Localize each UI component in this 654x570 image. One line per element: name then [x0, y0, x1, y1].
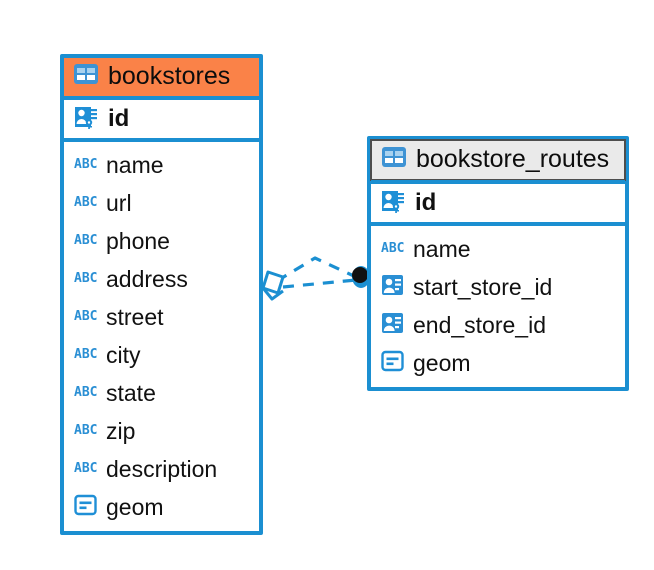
field-label: name	[413, 235, 471, 262]
text-type-icon: ABC	[74, 421, 98, 442]
fields-block: ABC name ABC url ABC phone ABC ad	[64, 142, 259, 531]
text-type-icon: ABC	[74, 383, 98, 404]
field-label: city	[106, 341, 141, 368]
field-row[interactable]: geom	[64, 488, 259, 526]
field-label: street	[106, 303, 164, 330]
primary-key-block: id	[371, 180, 625, 226]
field-row[interactable]: ABC name	[371, 230, 625, 268]
field-row[interactable]: ABC state	[64, 374, 259, 412]
field-label: description	[106, 455, 218, 482]
field-label: id	[415, 189, 437, 216]
table-icon	[381, 146, 407, 173]
svg-text:ABC: ABC	[74, 385, 97, 399]
relationship-line-straight	[282, 278, 357, 289]
field-row[interactable]: geom	[371, 344, 625, 382]
field-label: url	[106, 189, 132, 216]
text-type-icon: ABC	[74, 307, 98, 328]
field-row[interactable]: start_store_id	[371, 268, 625, 306]
field-row-id[interactable]: id	[371, 184, 625, 222]
svg-text:ABC: ABC	[74, 347, 97, 361]
svg-text:ABC: ABC	[381, 241, 404, 255]
svg-text:ABC: ABC	[74, 423, 97, 437]
svg-text:ABC: ABC	[74, 195, 97, 209]
field-row[interactable]: ABC url	[64, 184, 259, 222]
foreign-key-icon	[381, 274, 405, 301]
svg-text:ABC: ABC	[74, 271, 97, 285]
text-type-icon: ABC	[74, 193, 98, 214]
relationship-line-arc	[276, 256, 357, 283]
field-label: name	[106, 151, 164, 178]
field-label: zip	[106, 417, 136, 444]
svg-text:ABC: ABC	[74, 461, 97, 475]
text-type-icon: ABC	[74, 269, 98, 290]
field-label: state	[106, 379, 156, 406]
field-label: geom	[413, 349, 471, 376]
field-label: id	[108, 105, 130, 132]
diamond-marker	[261, 270, 285, 301]
field-row-id[interactable]: id	[64, 100, 259, 138]
svg-text:ABC: ABC	[74, 157, 97, 171]
field-label: phone	[106, 227, 170, 254]
primary-key-icon	[381, 189, 407, 218]
field-label: end_store_id	[413, 311, 546, 338]
field-row[interactable]: ABC street	[64, 298, 259, 336]
primary-key-block: id	[64, 96, 259, 142]
table-header-bookstores[interactable]: bookstores	[64, 58, 259, 96]
field-label: geom	[106, 493, 164, 520]
primary-key-icon	[74, 105, 100, 134]
table-icon	[73, 63, 99, 90]
field-row[interactable]: ABC zip	[64, 412, 259, 450]
geometry-type-icon	[381, 350, 405, 377]
text-type-icon: ABC	[74, 231, 98, 252]
field-row[interactable]: end_store_id	[371, 306, 625, 344]
er-table-bookstores[interactable]: bookstores	[60, 54, 263, 535]
geometry-type-icon	[74, 494, 98, 521]
text-type-icon: ABC	[381, 239, 405, 260]
field-label: start_store_id	[413, 273, 553, 300]
svg-text:ABC: ABC	[74, 309, 97, 323]
text-type-icon: ABC	[74, 459, 98, 480]
field-row[interactable]: ABC city	[64, 336, 259, 374]
er-table-bookstore-routes[interactable]: bookstore_routes	[367, 136, 629, 391]
field-row[interactable]: ABC address	[64, 260, 259, 298]
field-row[interactable]: ABC phone	[64, 222, 259, 260]
table-title: bookstore_routes	[416, 145, 610, 173]
field-label: address	[106, 265, 188, 292]
field-row[interactable]: ABC description	[64, 450, 259, 488]
table-title: bookstores	[108, 62, 231, 90]
text-type-icon: ABC	[74, 345, 98, 366]
fields-block: ABC name start_store_id	[371, 226, 625, 387]
foreign-key-icon	[381, 312, 405, 339]
text-type-icon: ABC	[74, 155, 98, 176]
svg-text:ABC: ABC	[74, 233, 97, 247]
table-header-bookstore-routes[interactable]: bookstore_routes	[370, 139, 626, 181]
field-row[interactable]: ABC name	[64, 146, 259, 184]
